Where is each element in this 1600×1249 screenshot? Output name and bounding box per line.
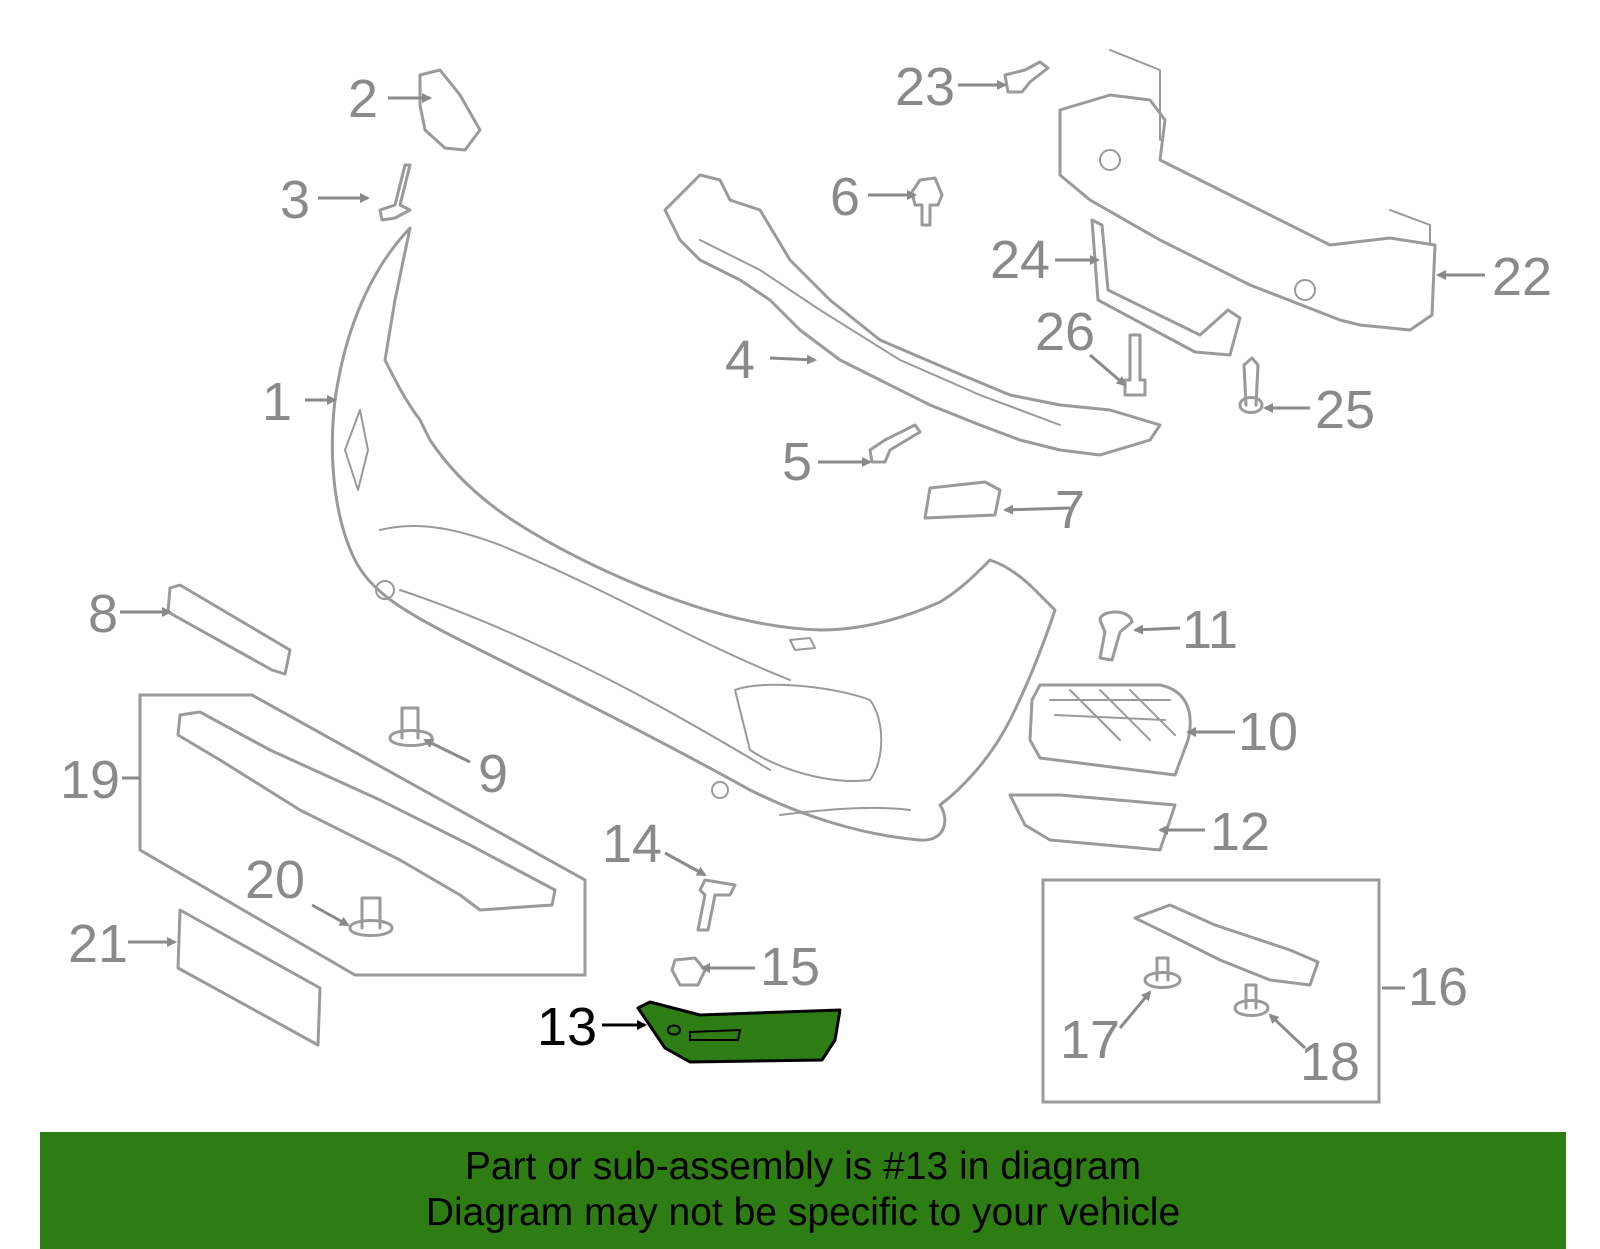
info-banner: Part or sub-assembly is #13 in diagram D… xyxy=(40,1132,1566,1249)
callout-25: 25 xyxy=(1315,380,1375,440)
callout-19: 19 xyxy=(60,750,120,810)
clip-part-15 xyxy=(670,956,707,987)
callout-15: 15 xyxy=(760,937,820,997)
grille-part-10 xyxy=(1028,683,1192,777)
callout-11: 11 xyxy=(1182,600,1238,660)
callout-12: 12 xyxy=(1210,802,1270,862)
bolt-part-26 xyxy=(1123,333,1147,397)
retainer-part-20 xyxy=(348,896,394,937)
clip-part-25 xyxy=(1238,356,1264,414)
callout-21: 21 xyxy=(68,914,128,974)
retainer-part-17 xyxy=(1143,956,1182,989)
cover-cap-part-7 xyxy=(923,480,1002,520)
retainer-part-18 xyxy=(1233,983,1270,1017)
callout-10: 10 xyxy=(1238,702,1298,762)
callout-26: 26 xyxy=(1035,302,1095,362)
bolt-part-5 xyxy=(868,423,922,464)
bumper-cover-part xyxy=(330,226,1057,842)
nut-part-23 xyxy=(1003,60,1050,94)
callout-23: 23 xyxy=(895,57,955,117)
callout-8: 8 xyxy=(88,584,118,644)
callout-13: 13 xyxy=(537,997,597,1057)
callout-4: 4 xyxy=(725,330,755,390)
push-pin-part-3 xyxy=(378,163,412,222)
subassembly-box-19 xyxy=(138,693,587,977)
callout-5: 5 xyxy=(782,432,812,492)
banner-line-disclaimer: Diagram may not be specific to your vehi… xyxy=(425,1191,1181,1234)
reinforcement-part-22 xyxy=(1058,49,1437,332)
leader-lines xyxy=(120,80,1485,1050)
callout-1: 1 xyxy=(262,372,292,432)
callout-18: 18 xyxy=(1300,1032,1360,1092)
retainer-part-9 xyxy=(388,706,434,747)
subassembly-box-16 xyxy=(1041,878,1381,1104)
callout-7: 7 xyxy=(1055,480,1085,540)
bolt-part-14 xyxy=(696,878,737,932)
absorber-part-4 xyxy=(663,173,1162,457)
callout-3: 3 xyxy=(280,170,310,230)
callout-22: 22 xyxy=(1492,247,1552,307)
bracket-part-16 xyxy=(1133,903,1320,987)
callout-labels: 1 2 3 4 5 6 7 8 9 10 11 12 13 14 15 16 1… xyxy=(60,57,1552,1092)
callout-6: 6 xyxy=(830,167,860,227)
callout-9: 9 xyxy=(478,744,508,804)
callout-14: 14 xyxy=(602,814,662,874)
bolt-part-6 xyxy=(910,176,944,227)
callout-20: 20 xyxy=(245,850,305,910)
banner-line-part-number: Part or sub-assembly is #13 in diagram xyxy=(464,1145,1142,1188)
bolt-part-11 xyxy=(1098,610,1134,662)
callout-24: 24 xyxy=(990,230,1050,290)
license-bracket-part-21 xyxy=(176,908,322,1047)
absorber-part-19 xyxy=(176,710,557,912)
bracket-part-2 xyxy=(418,68,482,152)
bezel-part-12 xyxy=(1008,793,1177,852)
callout-17: 17 xyxy=(1060,1010,1120,1070)
bracket-part-24 xyxy=(1090,218,1242,357)
callout-2: 2 xyxy=(348,69,378,129)
callout-16: 16 xyxy=(1408,957,1468,1017)
trim-strip-part-8 xyxy=(166,583,292,676)
